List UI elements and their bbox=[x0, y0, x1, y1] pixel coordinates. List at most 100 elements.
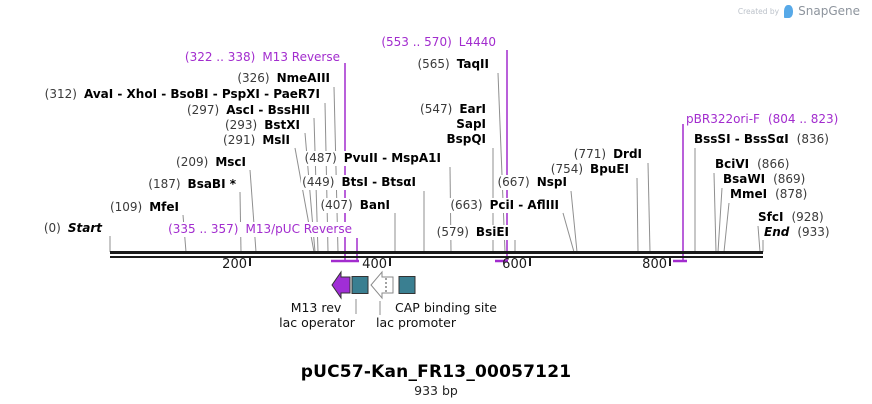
site-names: MslI bbox=[262, 133, 290, 147]
site-label-btsi-group: (449) BtsI - BtsαI bbox=[301, 175, 417, 190]
site-pos: (836) bbox=[796, 132, 829, 146]
primer-name: M13 Reverse bbox=[262, 50, 340, 64]
site-names: PciI - AflIII bbox=[489, 198, 559, 212]
primer-name: L4440 bbox=[458, 35, 496, 49]
primer-label-m13-puc-reverse: (335 .. 357)M13/pUC Reverse bbox=[167, 222, 353, 237]
site-pos: (187) bbox=[148, 177, 181, 191]
site-names: DrdI bbox=[613, 147, 642, 161]
site-names: BanI bbox=[359, 198, 390, 212]
site-names: End bbox=[764, 225, 790, 239]
feature-label-cap-binding-site: CAP binding site bbox=[395, 300, 497, 315]
site-pos: (326) bbox=[237, 71, 270, 85]
primer-name: M13/pUC Reverse bbox=[245, 222, 353, 236]
snapgene-watermark: Created by SnapGene bbox=[738, 4, 860, 18]
site-pos: (449) bbox=[302, 175, 335, 189]
site-names: BsaWI bbox=[723, 172, 766, 186]
site-label-eari-sapi-bspqi: (547) EarI SapI BspQI bbox=[419, 102, 487, 147]
site-pos: (209) bbox=[176, 155, 209, 169]
site-names: BtsI - BtsαI bbox=[341, 175, 416, 189]
site-label-mfei: (109) MfeI bbox=[108, 200, 180, 215]
primer-label-l4440: (553 .. 570) L4440 bbox=[380, 35, 497, 50]
ruler-tick-200: 200 bbox=[222, 257, 247, 272]
site-pos: (109) bbox=[109, 200, 143, 214]
site-label-bani: (407) BanI bbox=[319, 198, 391, 213]
site-names: SapI bbox=[456, 117, 486, 131]
site-names: BspQI bbox=[446, 132, 486, 146]
site-label-start: (0)Start bbox=[42, 221, 103, 236]
site-label-mmei: MmeI (878) bbox=[729, 187, 809, 202]
site-label-nspi: (667)NspI bbox=[496, 175, 568, 190]
site-names: MscI bbox=[215, 155, 246, 169]
ruler-ticks bbox=[249, 258, 671, 266]
primer-range: (804 .. 823) bbox=[767, 112, 839, 126]
snapgene-brand-text: SnapGene bbox=[798, 4, 860, 18]
site-pos: (297) bbox=[186, 103, 220, 117]
site-names: TaqII bbox=[456, 57, 489, 71]
site-pos: (878) bbox=[775, 187, 808, 201]
feature-label-lac-promoter: lac promoter bbox=[376, 315, 456, 330]
site-label-bsabi: (187) BsaBI * bbox=[147, 177, 237, 192]
primer-range: (322 .. 338) bbox=[184, 50, 256, 64]
site-names: BciVI bbox=[715, 157, 750, 171]
feature-label-lac-operator: lac operator bbox=[279, 315, 355, 330]
primer-label-pbr322ori-f: pBR322ori-F (804 .. 823) bbox=[685, 112, 840, 127]
ruler-top-line bbox=[110, 251, 763, 254]
site-label-asci-bsshii: (297)AscI - BssHII bbox=[185, 103, 311, 118]
site-pos: (291) bbox=[223, 133, 256, 147]
site-pos: (754) bbox=[550, 162, 584, 176]
site-label-bstxi: (293) BstXI bbox=[223, 118, 301, 133]
site-pos: (312) bbox=[44, 87, 77, 101]
sequence-ruler bbox=[110, 251, 763, 266]
ruler-tick-600: 600 bbox=[502, 257, 527, 272]
site-label-end: End (933) bbox=[763, 225, 831, 240]
lac-operator-box-icon bbox=[351, 276, 369, 294]
primer-label-m13-reverse: (322 .. 338) M13 Reverse bbox=[183, 50, 341, 65]
cap-binding-site-box-icon bbox=[398, 276, 416, 294]
site-names: MmeI bbox=[730, 187, 768, 201]
site-label-nmeaiii: (326)NmeAIII bbox=[236, 71, 331, 86]
site-pos: (933) bbox=[797, 225, 830, 239]
primer-name: pBR322ori-F bbox=[686, 112, 760, 126]
site-pos: (663) bbox=[450, 198, 483, 212]
snapgene-logo-icon bbox=[784, 4, 794, 18]
site-names: BsaBI * bbox=[187, 177, 236, 191]
site-label-msci: (209) MscI bbox=[175, 155, 247, 170]
site-pos: (547) bbox=[420, 102, 453, 116]
site-label-bsssi-group: BssSI - BssSαI (836) bbox=[693, 132, 830, 147]
site-label-bpuei: (754)BpuEI bbox=[549, 162, 630, 177]
feature-glyphs bbox=[331, 270, 416, 300]
site-label-msli: (291) MslI bbox=[222, 133, 291, 148]
site-names: MfeI bbox=[149, 200, 179, 214]
site-names: EarI bbox=[459, 102, 486, 116]
site-pos: (928) bbox=[791, 210, 824, 224]
primer-range: (553 .. 570) bbox=[381, 35, 452, 49]
m13-rev-arrow-icon bbox=[331, 270, 351, 300]
lac-promoter-arrow-icon bbox=[370, 270, 394, 300]
site-label-avai-group: (312) AvaI - XhoI - BsoBI - PspXI - PaeR7… bbox=[43, 87, 321, 102]
created-by-text: Created by bbox=[737, 6, 780, 16]
site-pos: (407) bbox=[320, 198, 353, 212]
ruler-tick-800: 800 bbox=[642, 257, 667, 272]
map-length: 933 bp bbox=[414, 383, 458, 398]
site-names: NspI bbox=[536, 175, 567, 189]
site-pos: (866) bbox=[757, 157, 790, 171]
ruler-bottom-line bbox=[110, 256, 763, 258]
map-title-block: pUC57-Kan_FR13_00057121 933 bp bbox=[0, 362, 872, 398]
site-names: Start bbox=[67, 221, 102, 235]
site-pos: (487) bbox=[304, 151, 337, 165]
site-label-bsiei: (579)BsiEI bbox=[435, 225, 510, 240]
site-names: BstXI bbox=[264, 118, 300, 132]
feature-label-m13-rev: M13 rev bbox=[290, 300, 342, 315]
site-names: BssSI - BssSαI bbox=[694, 132, 789, 146]
site-label-bsawi: BsaWI (869) bbox=[722, 172, 807, 187]
site-names: AvaI - XhoI - BsoBI - PspXI - PaeR7I bbox=[83, 87, 320, 101]
site-pos: (293) bbox=[224, 118, 258, 132]
site-names: PvuII - MspA1I bbox=[343, 151, 441, 165]
map-title: pUC57-Kan_FR13_00057121 bbox=[300, 362, 572, 382]
ruler-tick-400: 400 bbox=[362, 257, 387, 272]
site-label-bcivi: BciVI (866) bbox=[714, 157, 791, 172]
site-pos: (579) bbox=[436, 225, 469, 239]
site-pos: (869) bbox=[773, 172, 806, 186]
site-names: SfcI bbox=[758, 210, 784, 224]
